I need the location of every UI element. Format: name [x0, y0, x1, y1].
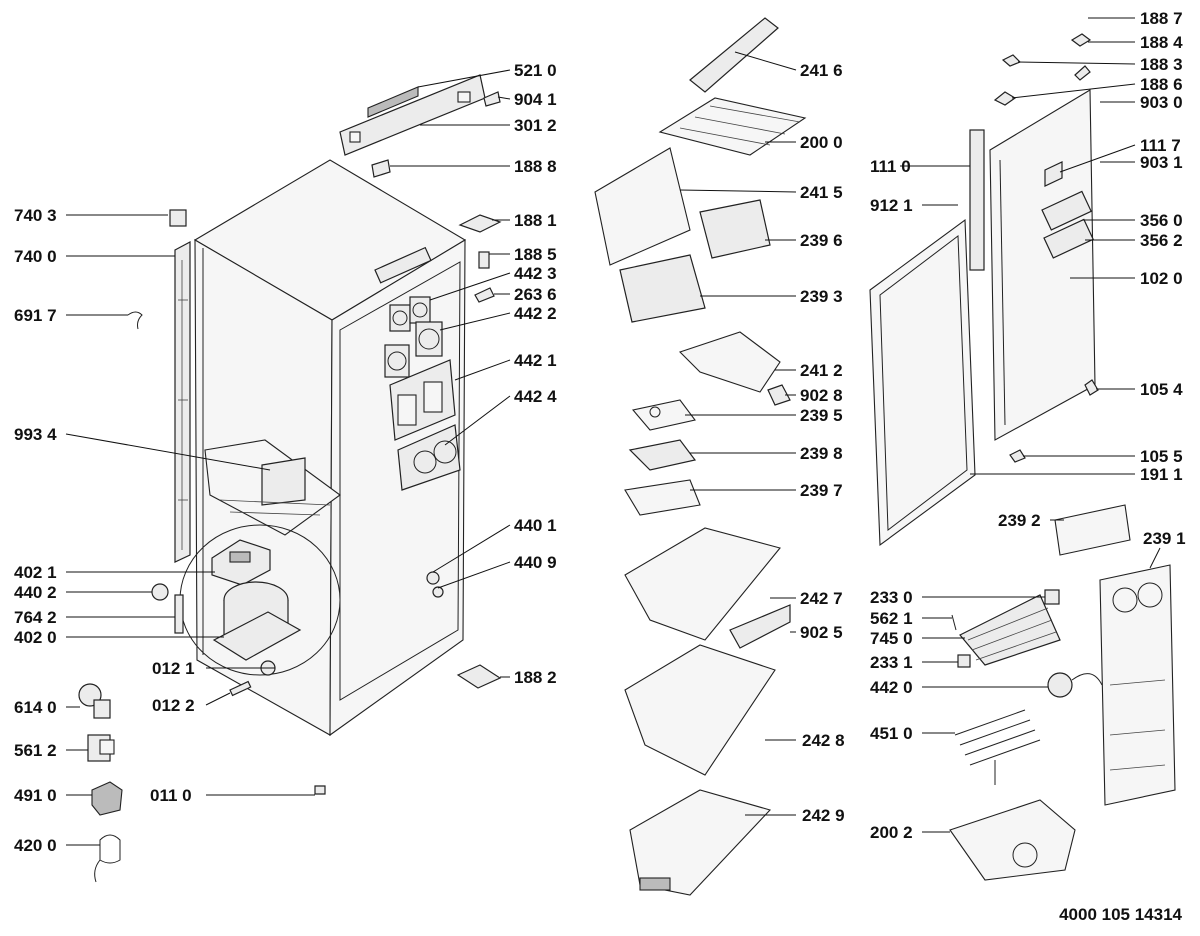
- center-parts: [594, 17, 807, 896]
- callout-442-1: 442 1: [514, 351, 557, 370]
- callout-111-0: 111 0: [870, 157, 911, 176]
- callout-239-6: 239 6: [800, 231, 843, 250]
- callout-239-5: 239 5: [800, 406, 843, 425]
- callout-904-1: 904 1: [514, 90, 557, 109]
- callout-105-5: 105 5: [1140, 447, 1183, 466]
- callout-902-8: 902 8: [800, 386, 843, 405]
- callout-764-2: 764 2: [14, 608, 57, 627]
- callout-356-0: 356 0: [1140, 211, 1183, 230]
- callout-242-8: 242 8: [802, 731, 845, 750]
- electrical-parts: [78, 683, 326, 883]
- callout-188-6: 188 6: [1140, 75, 1183, 94]
- callout-102-0: 102 0: [1140, 269, 1183, 288]
- callout-402-0: 402 0: [14, 628, 57, 647]
- callout-442-3: 442 3: [514, 264, 557, 283]
- callout-239-3: 239 3: [800, 287, 843, 306]
- control-panel: [339, 74, 501, 156]
- compressor-detail: [151, 524, 502, 697]
- callout-440-2: 440 2: [14, 583, 57, 602]
- callout-440-9: 440 9: [514, 553, 557, 572]
- callout-561-2: 561 2: [14, 741, 57, 760]
- callout-242-9: 242 9: [802, 806, 845, 825]
- callout-233-1: 233 1: [870, 653, 913, 672]
- callout-105-4: 105 4: [1140, 380, 1183, 399]
- callout-691-7: 691 7: [14, 306, 57, 325]
- callout-012-2: 012 2: [152, 696, 195, 715]
- door-assembly: [869, 33, 1176, 881]
- callout-012-1: 012 1: [152, 659, 195, 678]
- bottom-shelf: [204, 439, 341, 536]
- callout-188-2: 188 2: [514, 668, 557, 687]
- callout-903-1: 903 1: [1140, 153, 1183, 172]
- callout-239-1: 239 1: [1143, 529, 1186, 548]
- callout-442-2: 442 2: [514, 304, 557, 323]
- fan-ducts: [384, 296, 461, 491]
- callout-402-1: 402 1: [14, 563, 57, 582]
- callout-562-1: 562 1: [870, 609, 913, 628]
- callout-233-0: 233 0: [870, 588, 913, 607]
- callout-241-2: 241 2: [800, 361, 843, 380]
- callout-521-0: 521 0: [514, 61, 557, 80]
- callout-188-1: 188 1: [514, 211, 557, 230]
- callout-111-7: 111 7: [1140, 136, 1181, 155]
- callout-191-1: 191 1: [1140, 465, 1183, 484]
- callout-740-3: 740 3: [14, 206, 57, 225]
- callout-200-2: 200 2: [870, 823, 913, 842]
- callout-614-0: 614 0: [14, 698, 57, 717]
- callout-239-7: 239 7: [800, 481, 843, 500]
- callout-442-4: 442 4: [514, 387, 557, 406]
- callout-903-0: 903 0: [1140, 93, 1183, 112]
- callout-188-3: 188 3: [1140, 55, 1183, 74]
- callout-188-5: 188 5: [514, 245, 557, 264]
- callout-902-5: 902 5: [800, 623, 843, 642]
- callout-188-8: 188 8: [514, 157, 557, 176]
- callout-188-7: 188 7: [1140, 9, 1183, 28]
- callout-239-2: 239 2: [998, 511, 1041, 530]
- callout-442-0: 442 0: [870, 678, 913, 697]
- callout-200-0: 200 0: [800, 133, 843, 152]
- callout-993-4: 993 4: [14, 425, 57, 444]
- callout-263-6: 263 6: [514, 285, 557, 304]
- callout-740-0: 740 0: [14, 247, 57, 266]
- callout-242-7: 242 7: [800, 589, 843, 608]
- callout-239-8: 239 8: [800, 444, 843, 463]
- leader-lines: [65, 17, 1161, 846]
- callout-491-0: 491 0: [14, 786, 57, 805]
- callout-011-0: 011 0: [150, 786, 192, 805]
- callout-451-0: 451 0: [870, 724, 913, 743]
- callout-241-6: 241 6: [800, 61, 843, 80]
- callout-912-1: 912 1: [870, 196, 913, 215]
- document-number: 4000 105 14314: [1059, 905, 1182, 924]
- callout-241-5: 241 5: [800, 183, 843, 202]
- callout-356-2: 356 2: [1140, 231, 1183, 250]
- side-liner: [174, 241, 191, 563]
- callout-301-2: 301 2: [514, 116, 557, 135]
- callout-188-4: 188 4: [1140, 33, 1183, 52]
- callout-420-0: 420 0: [14, 836, 57, 855]
- callout-745-0: 745 0: [870, 629, 913, 648]
- cabinet-small-parts: [127, 159, 502, 330]
- callout-440-1: 440 1: [514, 516, 557, 535]
